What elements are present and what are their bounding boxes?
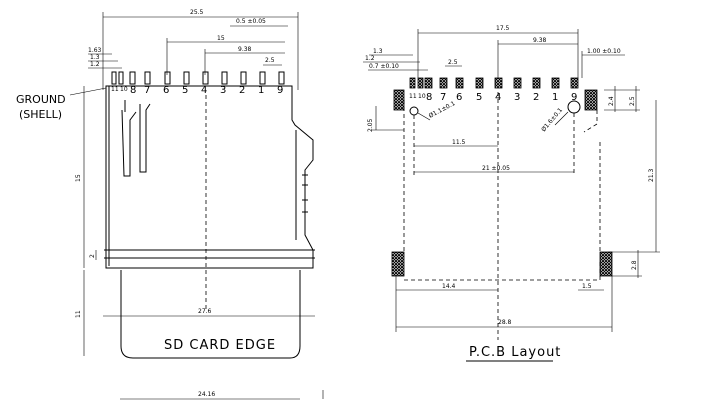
pcb-pin-7: 7 [440,92,446,103]
pin-label-4: 4 [201,85,207,96]
dim-card-width: 27.6 [198,308,212,315]
dim-span-938: 9.38 [238,46,252,53]
pin-label-5: 5 [182,85,188,96]
pin-label-2: 2 [239,85,245,96]
dim-9-38: 9.38 [533,37,547,44]
shell-label: (SHELL) [19,108,62,121]
pin-label-11: 11 [111,86,119,93]
pcb-pin-2: 2 [533,92,539,103]
dim-2-5-right: 2.5 [629,96,636,106]
dim-2: 2 [89,254,96,258]
pin-label-6: 6 [163,85,169,96]
dim-13: 1.3 [90,54,100,61]
pcb-pads [391,77,613,277]
pin-label-3: 3 [220,85,226,96]
dim-163: 1.63 [88,47,102,54]
dim-1-00: 1.00 ±0.10 [587,48,621,55]
dim-1-2: 1.2 [365,55,375,62]
pcb-pin-3: 3 [514,92,520,103]
pcb-layout-title: P.C.B Layout [469,345,561,360]
dim-17-5: 17.5 [496,25,510,32]
dim-pitch-25: 2.5 [265,57,275,64]
pcb-pin-10: 10 [418,93,426,100]
dim-11: 11 [75,310,82,318]
pcb-pin-11: 11 [409,93,417,100]
dim-2-8: 2.8 [631,260,638,270]
dim-span-15: 15 [217,35,225,42]
dim-2-05: 2.05 [367,118,374,132]
pin-label-1: 1 [258,85,264,96]
pin-label-7: 7 [144,85,150,96]
pcb-pin-4: 4 [495,92,501,103]
dim-28-8: 28.8 [498,319,512,326]
sd-card-edge-label: SD CARD EDGE [164,338,276,353]
dim-1-5: 1.5 [582,283,592,290]
dim-0-7: 0.7 ±0.10 [369,63,399,70]
pcb-pin-1: 1 [552,92,558,103]
pcb-layout-view: 17.5 9.38 1.3 1.2 0.7 ±0.10 2.5 1.00 ±0.… [363,25,660,362]
dim-overall-width: 25.5 [190,9,204,16]
pin-label-8: 8 [130,85,136,96]
dim-pin-offset: 0.5 ±0.05 [236,18,266,25]
pcb-pin-5: 5 [476,92,482,103]
dim-2-5: 2.5 [448,59,458,66]
ground-label: GROUND [16,93,66,106]
pcb-pin-6: 6 [456,92,462,103]
dim-11-5: 11.5 [452,139,466,146]
dim-height-15: 15 [75,174,82,182]
dim-1-3: 1.3 [373,48,383,55]
dim-hole-large: Ø1.6±0.1 [540,107,564,134]
pcb-pin-8: 8 [426,92,432,103]
dim-14-4: 14.4 [442,283,456,290]
dim-bottom-width: 24.16 [198,391,215,398]
dim-21-3: 21.3 [648,168,655,182]
dim-2-4: 2.4 [608,96,615,106]
pcb-pin-9: 9 [571,92,577,103]
pin-tabs [111,71,285,85]
connector-top-view: 25.5 0.5 ±0.05 15 9.38 2.5 1.63 1.3 1.2 [16,9,324,400]
dim-21: 21 ±0.05 [482,165,510,172]
dim-12: 1.2 [90,61,100,68]
pin-label-10: 10 [120,86,128,93]
mounting-hole-small [409,106,419,116]
pin-label-9: 9 [277,85,283,96]
